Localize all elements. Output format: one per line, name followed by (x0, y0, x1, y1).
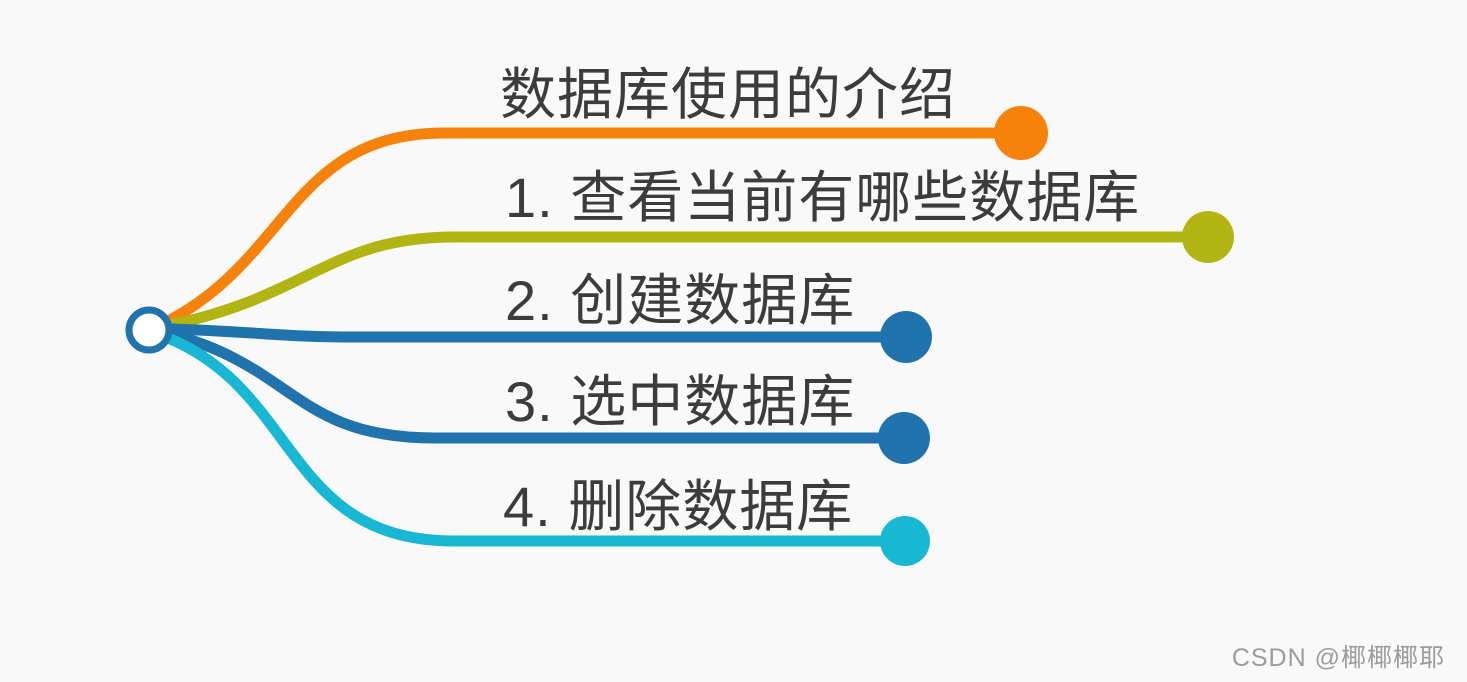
branch-curve-select-database (164, 328, 888, 444)
branch-label-select-database[interactable]: 3. 选中数据库 (505, 370, 856, 433)
branch-curve-intro (162, 127, 1006, 327)
branch-endpoint-show-databases[interactable] (1182, 211, 1234, 263)
branch-endpoint-intro[interactable] (994, 106, 1048, 160)
branch-curve-create-database (166, 323, 891, 343)
branch-endpoint-drop-database[interactable] (880, 516, 930, 566)
branch-endpoint-select-database[interactable] (878, 412, 930, 464)
branch-curve-drop-database (162, 332, 890, 547)
branch-curve-show-databases (164, 231, 1191, 331)
branch-endpoint-create-database[interactable] (880, 311, 932, 363)
root-node[interactable] (125, 306, 173, 354)
branch-label-intro[interactable]: 数据库使用的介绍 (500, 63, 956, 126)
branch-label-show-databases[interactable]: 1. 查看当前有哪些数据库 (505, 166, 1141, 229)
branch-label-create-database[interactable]: 2. 创建数据库 (505, 269, 856, 332)
branch-label-drop-database[interactable]: 4. 删除数据库 (503, 475, 854, 538)
watermark: CSDN @椰椰椰耶 (1231, 644, 1445, 672)
